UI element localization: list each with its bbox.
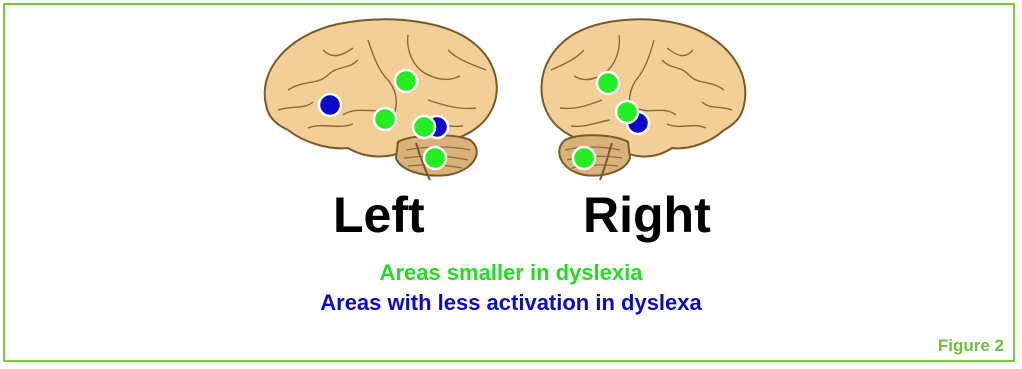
right-hemisphere-brain (528, 10, 758, 185)
right-smaller-marker-temporoparietal (616, 101, 638, 123)
left-smaller-marker-temporoparietal (413, 116, 435, 138)
left-cerebrum (265, 19, 497, 156)
right-hemisphere-label: Right (583, 190, 711, 240)
left-hemisphere-label: Left (333, 190, 425, 240)
left-activation-marker-frontal (319, 94, 341, 116)
left-smaller-marker-parietal (395, 70, 417, 92)
left-smaller-marker-cerebellum (424, 147, 446, 169)
right-smaller-marker-parietal (597, 72, 619, 94)
legend-less-activation: Areas with less activation in dyslexa (0, 292, 1022, 314)
left-hemisphere-brain (248, 10, 518, 185)
right-smaller-marker-temporal (573, 147, 595, 169)
figure-number-label: Figure 2 (938, 337, 1004, 354)
right-cerebrum (541, 19, 745, 156)
left-smaller-marker-temporal (374, 108, 396, 130)
legend-smaller-areas: Areas smaller in dyslexia (0, 262, 1022, 284)
